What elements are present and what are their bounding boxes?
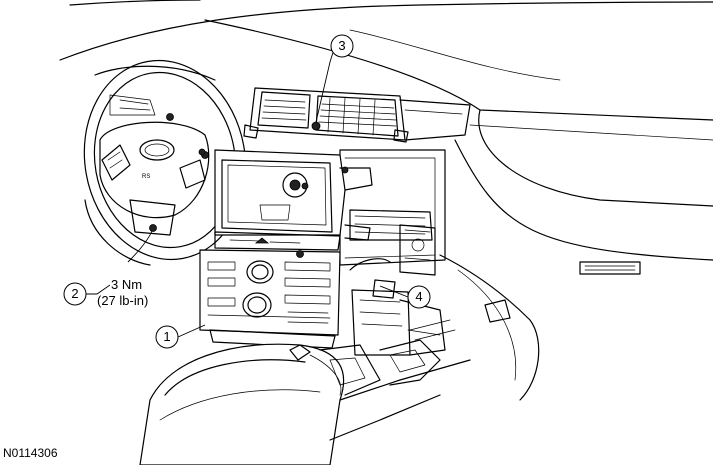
torque-metric: 3 Nm — [111, 277, 143, 292]
callout-circles — [63, 34, 431, 349]
figure-id: N0114306 — [3, 446, 58, 460]
callout-3-label: 3 — [338, 38, 346, 53]
center-bezel-display — [199, 149, 373, 349]
callout-1-label: 1 — [163, 329, 171, 344]
callout-2-label: 2 — [71, 286, 79, 301]
upper-vent-assembly — [243, 87, 471, 143]
dashboard-top-surface — [59, 0, 713, 401]
steering-wheel: RS — [83, 59, 247, 266]
svg-text:RS: RS — [142, 174, 150, 180]
torque-imperial: (27 lb-in) — [97, 293, 149, 308]
center-console — [139, 319, 471, 465]
dash-cavity — [339, 149, 446, 356]
fasteners — [149, 113, 206, 232]
callout-4-label: 4 — [415, 289, 423, 304]
